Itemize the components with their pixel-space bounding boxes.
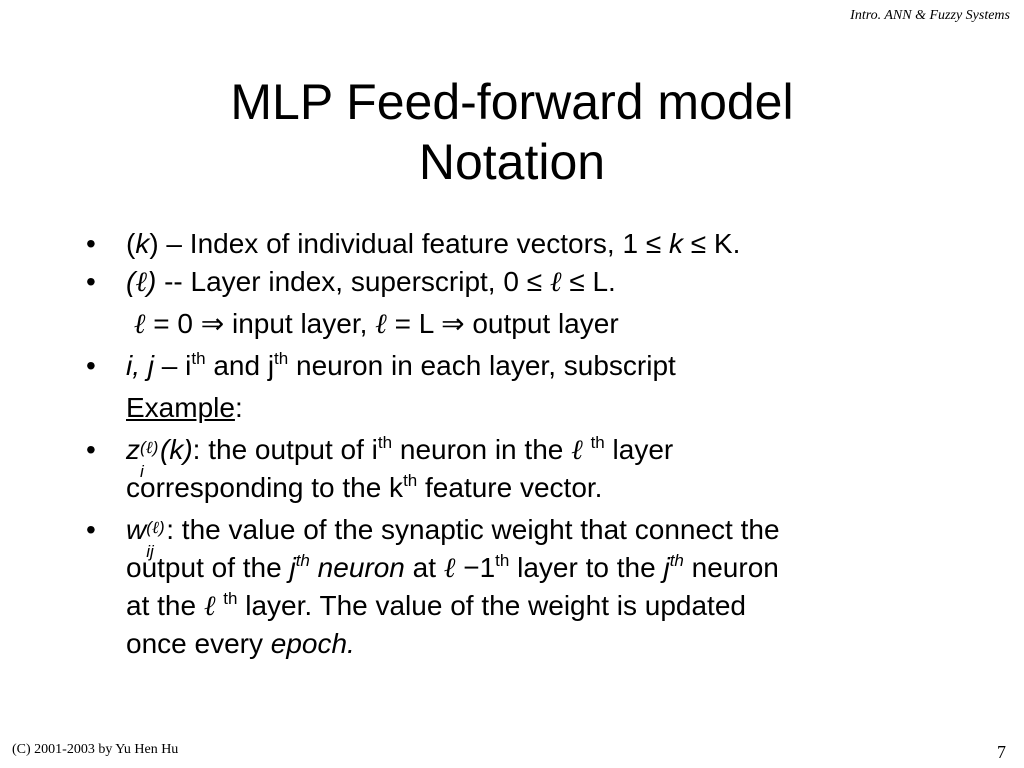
- bullet-icon: •: [86, 266, 96, 297]
- title-line-1: MLP Feed-forward model: [230, 74, 794, 130]
- bullet-icon: •: [86, 514, 96, 545]
- bullet-index-k: •(k) – Index of individual feature vecto…: [86, 225, 986, 263]
- title-line-2: Notation: [418, 134, 606, 190]
- bullet-icon: •: [86, 228, 96, 259]
- bullet-output-z: •z(ℓ)i(k): the output of ith neuron in t…: [86, 433, 674, 503]
- bullet-icon: •: [86, 350, 96, 381]
- footer-copyright: (C) 2001-2003 by Yu Hen Hu: [12, 742, 179, 757]
- bullet-layer-index: •(ℓ) -- Layer index, superscript, 0 ≤ ℓ …: [86, 263, 986, 301]
- page-number: 7: [997, 742, 1006, 762]
- slide-title: MLP Feed-forward model Notation: [0, 72, 1024, 192]
- layer-definition-line: ℓ = 0 ⇒ input layer, ℓ = L ⇒ output laye…: [133, 307, 619, 340]
- bullet-neuron-index: •i, j – ith and jth neuron in each layer…: [86, 347, 986, 385]
- header-course-title: Intro. ANN & Fuzzy Systems: [850, 8, 1010, 23]
- bullet-icon: •: [86, 434, 96, 465]
- slide-body: •(k) – Index of individual feature vecto…: [86, 225, 986, 663]
- example-label: Example:: [126, 392, 243, 423]
- bullet-weight-w: •w(ℓ)ij: the value of the synaptic weigh…: [86, 511, 986, 663]
